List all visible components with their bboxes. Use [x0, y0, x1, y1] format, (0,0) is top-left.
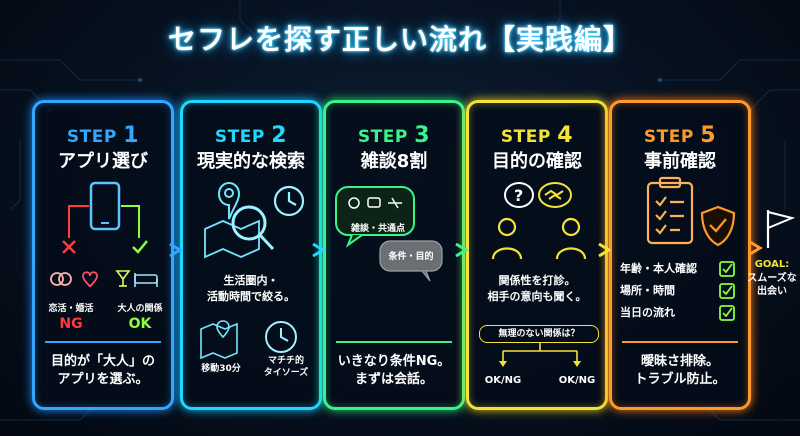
step-1-right-label: 大人の関係 — [117, 304, 163, 314]
step-4-title: 目的の確認 — [492, 151, 582, 172]
step-3-number: 3 — [414, 123, 431, 148]
step-1-divider — [45, 341, 161, 343]
step-3-bubble-main: 雑談・共通点 — [350, 224, 405, 234]
step-4-branch-left: OK/NG — [484, 375, 522, 386]
check-box-icon — [719, 261, 735, 321]
step-2-sub-right-line-1: マチチ的 — [267, 356, 304, 366]
step-3-summary-line-1: いきなり条件NG。 — [337, 354, 451, 369]
smartphone-icon — [89, 181, 121, 231]
arrow-3-4-icon — [455, 242, 469, 258]
step-2-card: STEP 2 現実的な検索 生活圏内・ 活動時間で絞る。 — [180, 100, 322, 410]
step-5-check-1: 年齢・本人確認 — [620, 262, 697, 275]
step-4-label: STEP 4 — [469, 123, 605, 148]
step-5-title: 事前確認 — [644, 151, 716, 172]
step-2-sub-right-line-2: タイソーズ — [263, 368, 309, 378]
step-4-branch-arrows — [499, 343, 581, 367]
step-3-label: STEP 3 — [326, 123, 462, 148]
step-2-word: STEP — [214, 127, 265, 147]
people-icon — [491, 217, 587, 260]
arrow-1-2-icon — [169, 242, 183, 258]
map-pin-icon — [217, 181, 241, 220]
step-5-word: STEP — [643, 127, 694, 147]
arrow-2-3-icon — [312, 242, 326, 258]
goal-text-line-1: スムーズな — [747, 273, 797, 284]
step-1-summary-line-1: 目的が「大人」の — [50, 354, 155, 369]
step-1-title: アプリ選び — [58, 151, 148, 172]
step-3-card: STEP 3 雑談8割 雑談・共通点 条件・目的 いきなり条件NG。 まずは会話… — [323, 100, 465, 410]
svg-text:?: ? — [514, 186, 523, 205]
flag-icon — [766, 210, 796, 248]
step-2-body-line-1: 生活圏内・ — [223, 274, 279, 287]
cocktail-icon — [115, 270, 131, 287]
step-2-sub-left: 移動30分 — [201, 364, 241, 374]
bed-icon — [134, 273, 158, 287]
arrow-4-5-icon — [598, 242, 612, 258]
step-4-branch-right: OK/NG — [558, 375, 596, 386]
clock-icon — [265, 321, 297, 353]
step-4-body-line-2: 相手の意向も聞く。 — [487, 290, 587, 303]
step-5-divider — [622, 341, 738, 343]
search-icon — [231, 205, 275, 251]
goal-label: GOAL: — [754, 259, 790, 270]
step-4-body-line-1: 関係性を打診。 — [498, 274, 576, 287]
step-2-body-line-2: 活動時間で絞る。 — [207, 290, 295, 303]
step-1-summary-line-2: アプリを選ぶ。 — [57, 372, 149, 387]
step-4-number: 4 — [557, 123, 574, 148]
step-1-word: STEP — [66, 127, 117, 147]
step-1-number: 1 — [123, 123, 140, 148]
step-1-label: STEP 1 — [35, 123, 171, 148]
step-3-bubble-sub: 条件・目的 — [388, 252, 434, 262]
step-1-card: STEP 1 アプリ選び — [32, 100, 174, 410]
step-5-check-boxes — [719, 261, 735, 321]
step-5-number: 5 — [700, 123, 717, 148]
ng-cross-icon — [62, 240, 76, 254]
step-3-title: 雑談8割 — [360, 151, 428, 172]
step-4-word: STEP — [500, 127, 551, 147]
handshake-icon — [538, 182, 572, 208]
step-5-label: STEP 5 — [612, 123, 748, 148]
step-5-check-3: 当日の流れ — [620, 306, 675, 319]
map-icon — [200, 320, 238, 360]
step-2-title: 現実的な検索 — [197, 151, 305, 172]
step-3-diagram — [335, 186, 443, 282]
step-3-word: STEP — [357, 127, 408, 147]
step-5-card: STEP 5 事前確認 年齢・本人確認 場所・時間 当日の流れ — [609, 100, 751, 410]
step-4-diagram: ? — [491, 182, 587, 260]
step-4-question-box: 無理のない関係は？ — [479, 325, 599, 343]
chat-bubble-icon — [335, 186, 415, 248]
shield-icon — [700, 205, 736, 247]
chat-bubble-icon — [379, 240, 443, 282]
step-4-card: STEP 4 目的の確認 ? 関係性を打診。 相手の意向も聞く。 無理のない関係… — [466, 100, 608, 410]
ok-check-icon — [132, 240, 148, 254]
step-3-divider — [336, 341, 452, 343]
step-1-diagram — [50, 181, 158, 288]
step-1-left-status: NG — [59, 316, 83, 332]
step-1-right-status: OK — [128, 316, 152, 332]
step-2-label: STEP 2 — [183, 123, 319, 148]
clipboard-icon — [646, 176, 694, 245]
page-title: セフレを探す正しい流れ【実践編】 — [167, 23, 632, 56]
step-5-check-2: 場所・時間 — [620, 284, 675, 297]
step-2-number: 2 — [271, 123, 288, 148]
step-1-left-label: 恋活・婚活 — [48, 304, 94, 314]
map-icon — [204, 219, 260, 259]
rings-icon — [50, 272, 72, 286]
step-2-sub-icons — [200, 320, 297, 360]
arrow-5-goal-icon — [749, 240, 763, 256]
clock-icon — [273, 185, 305, 217]
step-5-diagram — [646, 176, 736, 247]
step-5-summary-line-1: 曖昧さ排除。 — [640, 354, 719, 369]
question-bubble-icon: ? — [504, 182, 534, 208]
goal-text-line-2: 出会い — [757, 286, 787, 297]
heart-icon — [82, 271, 98, 288]
step-5-summary-line-2: トラブル防止。 — [634, 372, 726, 387]
step-3-summary-line-2: まずは会話。 — [354, 372, 433, 387]
step-2-diagram — [204, 181, 305, 259]
